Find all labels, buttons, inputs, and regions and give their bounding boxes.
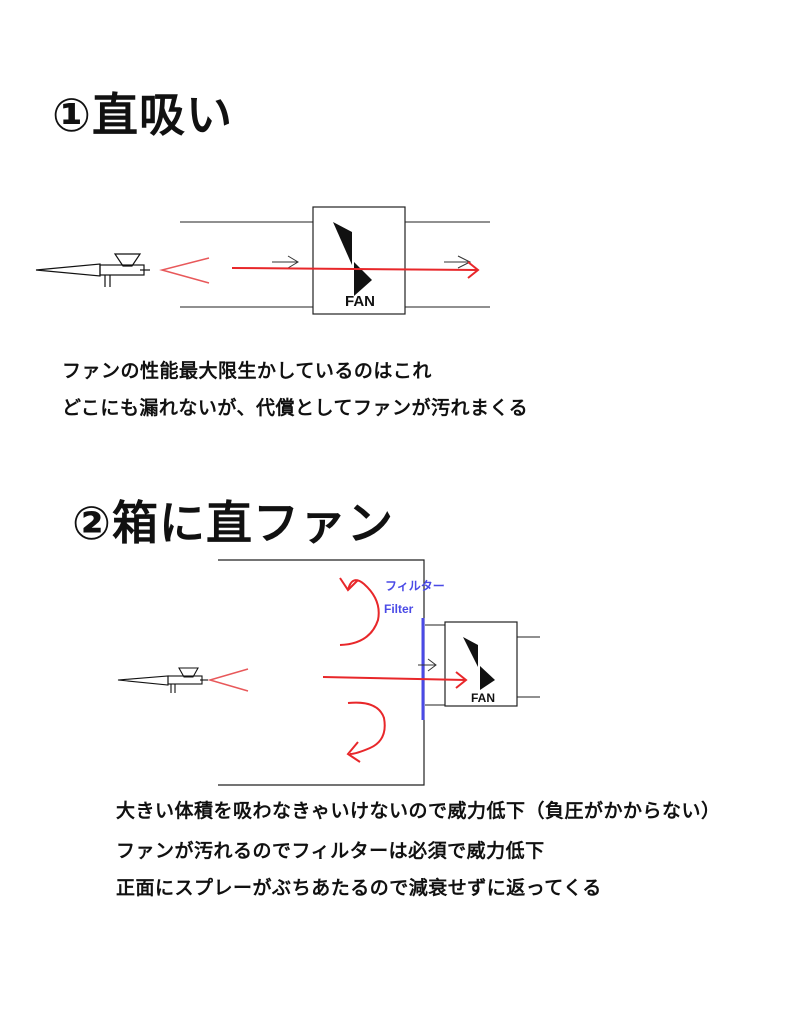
spray-cone [159, 257, 210, 284]
fan-blade-upper [463, 637, 478, 667]
spray-booth-box [218, 559, 425, 786]
section1-heading: ①直吸い [52, 88, 233, 142]
section1-line-2: どこにも漏れないが、代償としてファンが汚れまくる [62, 397, 529, 419]
airflow-line [322, 676, 467, 681]
fan-blade-lower [354, 262, 372, 296]
airflow-arrowhead [455, 671, 468, 689]
backflow-swirl-lower [347, 701, 386, 755]
backflow-swirl-upper [339, 579, 380, 646]
section2-line-1: 大きい体積を吸わなきゃいけないので威力低下（負圧がかからない） [116, 800, 721, 822]
spray-cone [207, 668, 249, 692]
section2-line-2: ファンが汚れるのでフィルターは必須で威力低下 [116, 840, 545, 862]
fan-box [444, 621, 518, 707]
filter-label-jp: フィルター [385, 579, 445, 593]
airflow-arrowhead [467, 261, 480, 279]
backflow-swirl-lower-head [346, 741, 361, 763]
fan-box [312, 206, 406, 315]
section2-heading: ②箱に直ファン [72, 496, 394, 550]
flow-arrow-right-head [457, 255, 472, 269]
filter-label-en: Filter [384, 602, 414, 616]
flow-arrow-left-head [287, 255, 299, 269]
airbrush-icon [35, 253, 150, 287]
airbrush-icon [117, 667, 208, 693]
fan-blade-upper [333, 222, 352, 265]
backflow-swirl-upper-head [339, 577, 359, 592]
airflow-line [231, 267, 479, 271]
flow-arrow-head [427, 658, 437, 672]
section1-line-1: ファンの性能最大限生かしているのはこれ [62, 360, 432, 382]
fan-blade-lower [480, 666, 495, 690]
section2-line-3: 正面にスプレーがぶちあたるので減衰せずに返ってくる [116, 877, 602, 899]
fan-label: FAN [471, 691, 495, 705]
fan-label: FAN [345, 293, 375, 310]
